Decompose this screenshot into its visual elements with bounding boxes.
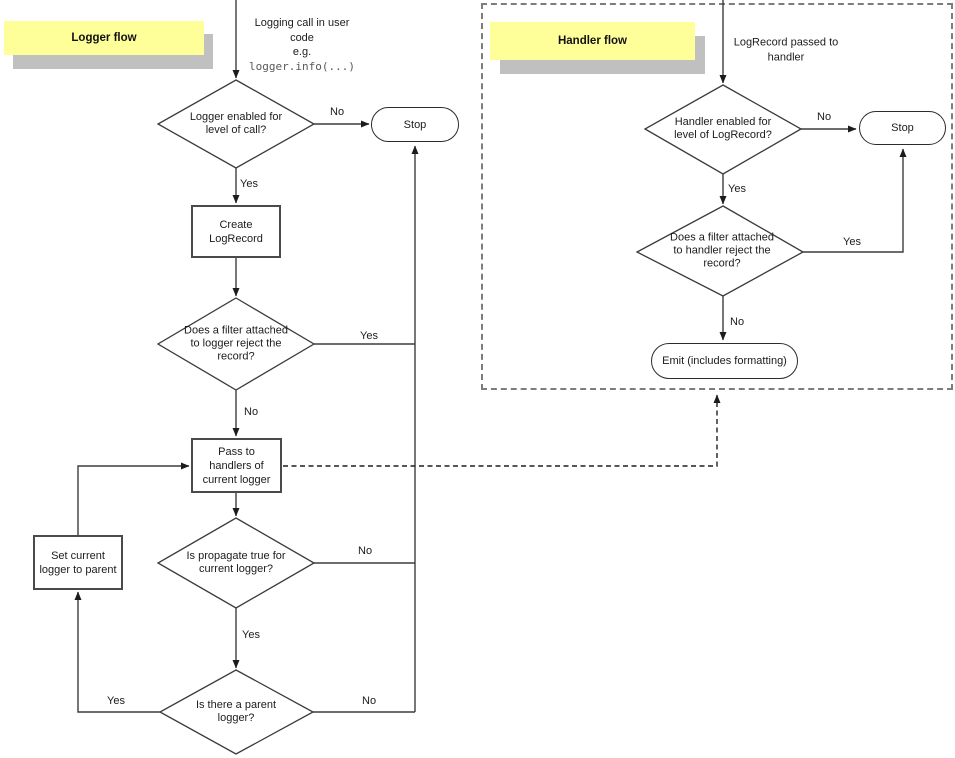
logger-filter-diamond-label: Does a filter attached to logger reject … — [184, 324, 288, 363]
pass-to-handler-dashed-connector — [283, 394, 721, 467]
edge-label-yes: Yes — [728, 183, 746, 195]
edge-label-no: No — [358, 545, 373, 557]
logger-flow-connectors — [74, 0, 419, 713]
pass-to-handlers-node: Pass to handlers of current logger — [191, 438, 282, 493]
propagate-diamond — [156, 517, 316, 609]
logger-level-diamond-label: Logger enabled for level of call? — [189, 111, 283, 136]
handler-level-diamond — [643, 84, 803, 175]
edge-label-no: No — [817, 111, 832, 123]
handler-filter-diamond-label: Does a filter attached to handler reject… — [670, 231, 774, 270]
logger-entry-code: logger.info(...) — [249, 59, 355, 73]
parent-logger-diamond — [158, 669, 315, 755]
handler-stop-node: Stop — [859, 111, 946, 145]
logger-flow-title: Logger flow — [4, 21, 204, 55]
handler-level-diamond-label: Handler enabled for level of LogRecord? — [674, 116, 772, 141]
decision-diamonds — [156, 79, 805, 755]
logger-entry-description: Logging call in user code e.g. — [254, 17, 350, 58]
edge-label-yes: Yes — [240, 178, 258, 190]
create-logrecord-node: Create LogRecord — [191, 205, 281, 258]
logger-filter-diamond — [156, 297, 316, 391]
edge-label-no: No — [244, 406, 259, 418]
handler-flow-connectors — [719, 0, 907, 341]
handler-flow-boundary — [481, 3, 953, 390]
edge-label-yes: Yes — [843, 236, 861, 248]
edge-label-yes: Yes — [107, 695, 125, 707]
handler-entry-text: LogRecord passed to handler — [733, 36, 839, 64]
edge-label-yes: Yes — [242, 629, 260, 641]
set-current-logger-node: Set current logger to parent — [33, 535, 123, 590]
handler-flow-title: Handler flow — [490, 22, 695, 60]
emit-node: Emit (includes formatting) — [651, 343, 798, 379]
propagate-diamond-label: Is propagate true for current logger? — [186, 550, 286, 575]
handler-filter-diamond — [635, 205, 805, 297]
parent-logger-diamond-label: Is there a parent logger? — [195, 699, 277, 724]
edge-label-no: No — [362, 695, 377, 707]
logger-stop-node: Stop — [371, 107, 459, 142]
edge-label-no: No — [730, 316, 745, 328]
edge-label-no: No — [330, 106, 345, 118]
edge-label-yes: Yes — [360, 330, 378, 342]
logger-level-diamond — [156, 79, 316, 169]
logger-entry-text: Logging call in user code e.g. logger.in… — [238, 16, 366, 74]
